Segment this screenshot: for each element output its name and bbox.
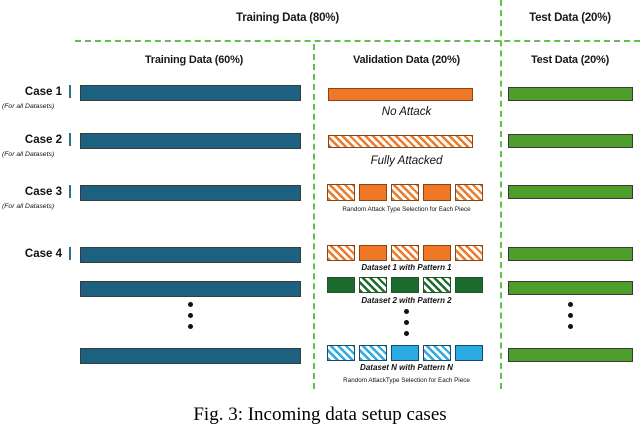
case3-annotation: Random Attack Type Selection for Each Pi… <box>342 206 471 213</box>
header-validation-data-20: Validation Data (20%) <box>352 54 461 66</box>
case-label-3: Case 3 <box>24 186 62 198</box>
case4-dataset1-validation-piece-2 <box>359 245 387 261</box>
vertical-divider-training-validation <box>313 44 315 389</box>
case-tick-1 <box>69 85 71 98</box>
case1-annotation: No Attack <box>381 106 432 118</box>
case3-training-bar <box>80 185 301 201</box>
case4-dataset1-validation-piece-4 <box>423 245 451 261</box>
case4-annotation: Random AttackType Selection for Each Pie… <box>343 377 470 384</box>
case4-dataset2-validation-piece-1 <box>327 277 355 293</box>
case4-datasetN-training-bar <box>80 348 301 364</box>
case1-training-bar <box>80 85 301 101</box>
vertical-divider-validation-test <box>500 0 502 389</box>
case3-validation-piece-1 <box>327 184 355 201</box>
figure-caption: Fig. 3: Incoming data setup cases <box>193 404 447 425</box>
case4-dataset1-label: Dataset 1 with Pattern 1 <box>361 263 452 272</box>
case4-datasetN-label: Dataset N with Pattern N <box>360 363 453 372</box>
case4-dataset2-label: Dataset 2 with Pattern 2 <box>361 296 452 305</box>
case3-validation-piece-5 <box>455 184 483 201</box>
case-sublabel-1: (For all Datasets) <box>2 103 55 110</box>
case4-dataset1-validation-piece-3 <box>391 245 419 261</box>
header-test-data-20-top: Test Data (20%) <box>529 12 611 24</box>
case3-validation-piece-4 <box>423 184 451 201</box>
header-training-data-60: Training Data (60%) <box>144 54 244 66</box>
case-label-1: Case 1 <box>24 86 62 98</box>
case4-dataset2-test-bar <box>508 281 633 295</box>
case1-validation-bar <box>328 88 473 101</box>
case4-dataset1-validation-piece-1 <box>327 245 355 261</box>
case2-validation-bar-hatched <box>328 135 473 148</box>
case3-test-bar <box>508 185 633 199</box>
horizontal-divider-dashed <box>75 40 640 42</box>
header-training-data-80: Training Data (80%) <box>236 12 339 24</box>
case2-training-bar <box>80 133 301 149</box>
case-label-2: Case 2 <box>24 134 62 146</box>
test-ellipsis <box>563 302 577 335</box>
case-sublabel-2: (For all Datasets) <box>2 151 55 158</box>
case4-datasetN-validation-piece-2 <box>359 345 387 361</box>
case4-dataset1-test-bar <box>508 247 633 261</box>
case3-validation-piece-2 <box>359 184 387 201</box>
case4-datasetN-validation-piece-5 <box>455 345 483 361</box>
case4-dataset1-validation-piece-5 <box>455 245 483 261</box>
header-test-data-20: Test Data (20%) <box>530 54 610 66</box>
case-sublabel-3: (For all Datasets) <box>2 203 55 210</box>
case4-datasetN-validation-piece-3 <box>391 345 419 361</box>
case4-dataset2-validation-piece-5 <box>455 277 483 293</box>
case3-validation-piece-3 <box>391 184 419 201</box>
case4-datasetN-test-bar <box>508 348 633 362</box>
validation-ellipsis <box>399 309 413 342</box>
case4-datasetN-validation-piece-4 <box>423 345 451 361</box>
case2-test-bar <box>508 134 633 148</box>
case-label-4: Case 4 <box>24 248 62 260</box>
case2-annotation: Fully Attacked <box>370 155 443 167</box>
case4-dataset2-validation-piece-3 <box>391 277 419 293</box>
training-ellipsis <box>183 302 197 335</box>
case4-dataset2-validation-piece-4 <box>423 277 451 293</box>
case4-datasetN-validation-piece-1 <box>327 345 355 361</box>
case-tick-4 <box>69 247 71 260</box>
case1-test-bar <box>508 87 633 101</box>
case4-dataset1-training-bar <box>80 247 301 263</box>
case-tick-3 <box>69 185 71 198</box>
case4-dataset2-training-bar <box>80 281 301 297</box>
case4-dataset2-validation-piece-2 <box>359 277 387 293</box>
case-tick-2 <box>69 133 71 146</box>
